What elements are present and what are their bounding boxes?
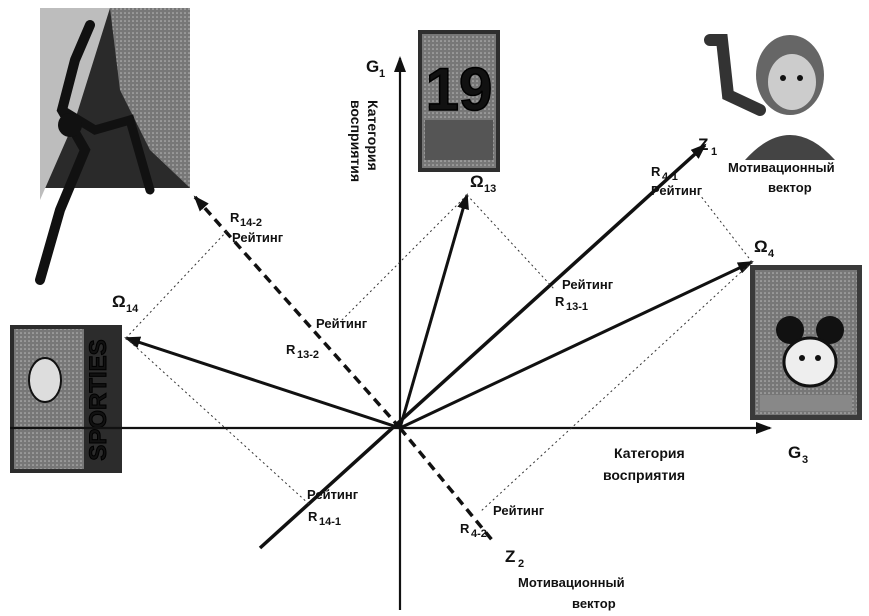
projection-lines bbox=[125, 194, 753, 513]
r14-2-word: Рейтинг bbox=[232, 230, 284, 245]
omega13-vector bbox=[398, 193, 469, 429]
g1-axis-title-2: восприятия bbox=[348, 100, 364, 182]
z1-caption-1: Мотивационный bbox=[728, 160, 835, 175]
omega13-sub: 13 bbox=[484, 183, 496, 195]
z2-vector-upper bbox=[193, 195, 402, 430]
omega4-sub: 4 bbox=[768, 248, 775, 260]
z1-sub: 1 bbox=[711, 146, 717, 158]
g1-axis-sub: 1 bbox=[379, 68, 385, 80]
z2-letter: Z bbox=[505, 547, 515, 566]
r13-2-word: Рейтинг bbox=[316, 316, 368, 331]
r4-1-word: Рейтинг bbox=[651, 183, 703, 198]
z1-letter: Z bbox=[698, 135, 708, 154]
omega4-letter: Ω bbox=[754, 237, 768, 256]
g3-axis-title-1: Категория bbox=[614, 445, 685, 461]
book-19-text: 19 bbox=[426, 56, 493, 123]
g3-axis-title-2: восприятия bbox=[603, 467, 685, 483]
r13-2-sub: 13-2 bbox=[297, 349, 319, 361]
r13-1-word: Рейтинг bbox=[562, 277, 614, 292]
z2-caption-2: вектор bbox=[572, 596, 616, 611]
r4-2-letter: R bbox=[460, 521, 470, 536]
r4-1-letter: R bbox=[651, 164, 661, 179]
omega14-sub: 14 bbox=[126, 303, 139, 315]
omega13-book-picture: 19 bbox=[418, 30, 500, 172]
r14-2-sub: 14-2 bbox=[240, 217, 262, 229]
r13-2-letter: R bbox=[286, 342, 296, 357]
sporties-text: SPORTIES bbox=[85, 339, 112, 460]
child-picture bbox=[700, 20, 840, 160]
omega14-letter: Ω bbox=[112, 292, 126, 311]
r14-1-letter: R bbox=[308, 509, 318, 524]
z2-caption-1: Мотивационный bbox=[518, 575, 625, 590]
z2-vector-lower bbox=[398, 426, 494, 542]
g3-axis-letter: G bbox=[788, 443, 801, 462]
z2-sub: 2 bbox=[518, 558, 524, 570]
r13-1-sub: 13-1 bbox=[566, 301, 588, 313]
r4-2-word: Рейтинг bbox=[493, 503, 545, 518]
z1-caption-2: вектор bbox=[768, 180, 812, 195]
omega14-vector bbox=[124, 336, 401, 430]
z1-vector bbox=[258, 143, 707, 550]
omega4-vector bbox=[399, 260, 754, 430]
r14-2-letter: R bbox=[230, 210, 240, 225]
g1-axis-letter: G bbox=[366, 57, 379, 76]
g1-axis-title-1: Категория bbox=[365, 100, 381, 171]
r14-1-sub: 14-1 bbox=[319, 516, 341, 528]
g3-axis-sub: 3 bbox=[802, 454, 808, 466]
r4-1-sub: 4-1 bbox=[662, 171, 678, 183]
omega14-book-picture: SPORTIES bbox=[10, 325, 122, 473]
omega4-book-picture bbox=[750, 265, 862, 420]
omega13-letter: Ω bbox=[470, 172, 484, 191]
r14-1-word: Рейтинг bbox=[307, 487, 359, 502]
r4-2-sub: 4-2 bbox=[471, 528, 487, 540]
r13-1-letter: R bbox=[555, 294, 565, 309]
climber-picture bbox=[35, 8, 190, 285]
